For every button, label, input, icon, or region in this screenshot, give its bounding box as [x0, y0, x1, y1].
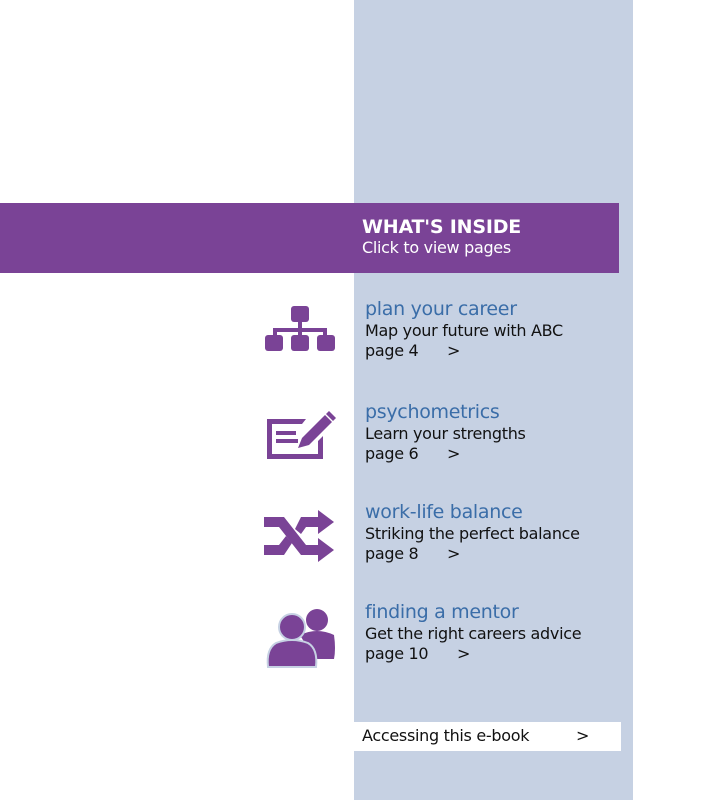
accessing-ebook-label: Accessing this e-book [362, 726, 530, 745]
people-icon [262, 605, 338, 669]
section-plan-your-career[interactable]: plan your career Map your future with AB… [0, 298, 706, 378]
section-title: psychometrics [365, 401, 500, 423]
section-arrow[interactable]: > [447, 341, 461, 360]
section-arrow[interactable]: > [447, 444, 461, 463]
section-description: Learn your strengths [365, 424, 526, 443]
section-description: Get the right careers advice [365, 624, 582, 643]
shuffle-icon [262, 503, 338, 567]
accessing-ebook-arrow: > [576, 726, 590, 745]
section-description: Map your future with ABC [365, 321, 563, 340]
section-title: finding a mentor [365, 601, 519, 623]
section-title: work-life balance [365, 501, 523, 523]
banner-title: WHAT'S INSIDE [362, 216, 522, 238]
section-page-link[interactable]: page 6 [365, 444, 419, 463]
section-psychometrics[interactable]: psychometrics Learn your strengths page … [0, 401, 706, 481]
contents-panel [354, 0, 633, 800]
section-page-link[interactable]: page 4 [365, 341, 419, 360]
accessing-ebook-button[interactable]: Accessing this e-book > [354, 722, 621, 751]
org-chart-icon [262, 302, 338, 366]
section-arrow[interactable]: > [457, 644, 471, 663]
section-page-link[interactable]: page 10 [365, 644, 429, 663]
section-finding-a-mentor[interactable]: finding a mentor Get the right careers a… [0, 601, 706, 681]
section-description: Striking the perfect balance [365, 524, 580, 543]
pen-form-icon [262, 407, 338, 471]
contents-banner [0, 203, 619, 273]
section-title: plan your career [365, 298, 517, 320]
section-work-life-balance[interactable]: work-life balance Striking the perfect b… [0, 501, 706, 581]
banner-subtitle: Click to view pages [362, 238, 511, 257]
section-arrow[interactable]: > [447, 544, 461, 563]
section-page-link[interactable]: page 8 [365, 544, 419, 563]
